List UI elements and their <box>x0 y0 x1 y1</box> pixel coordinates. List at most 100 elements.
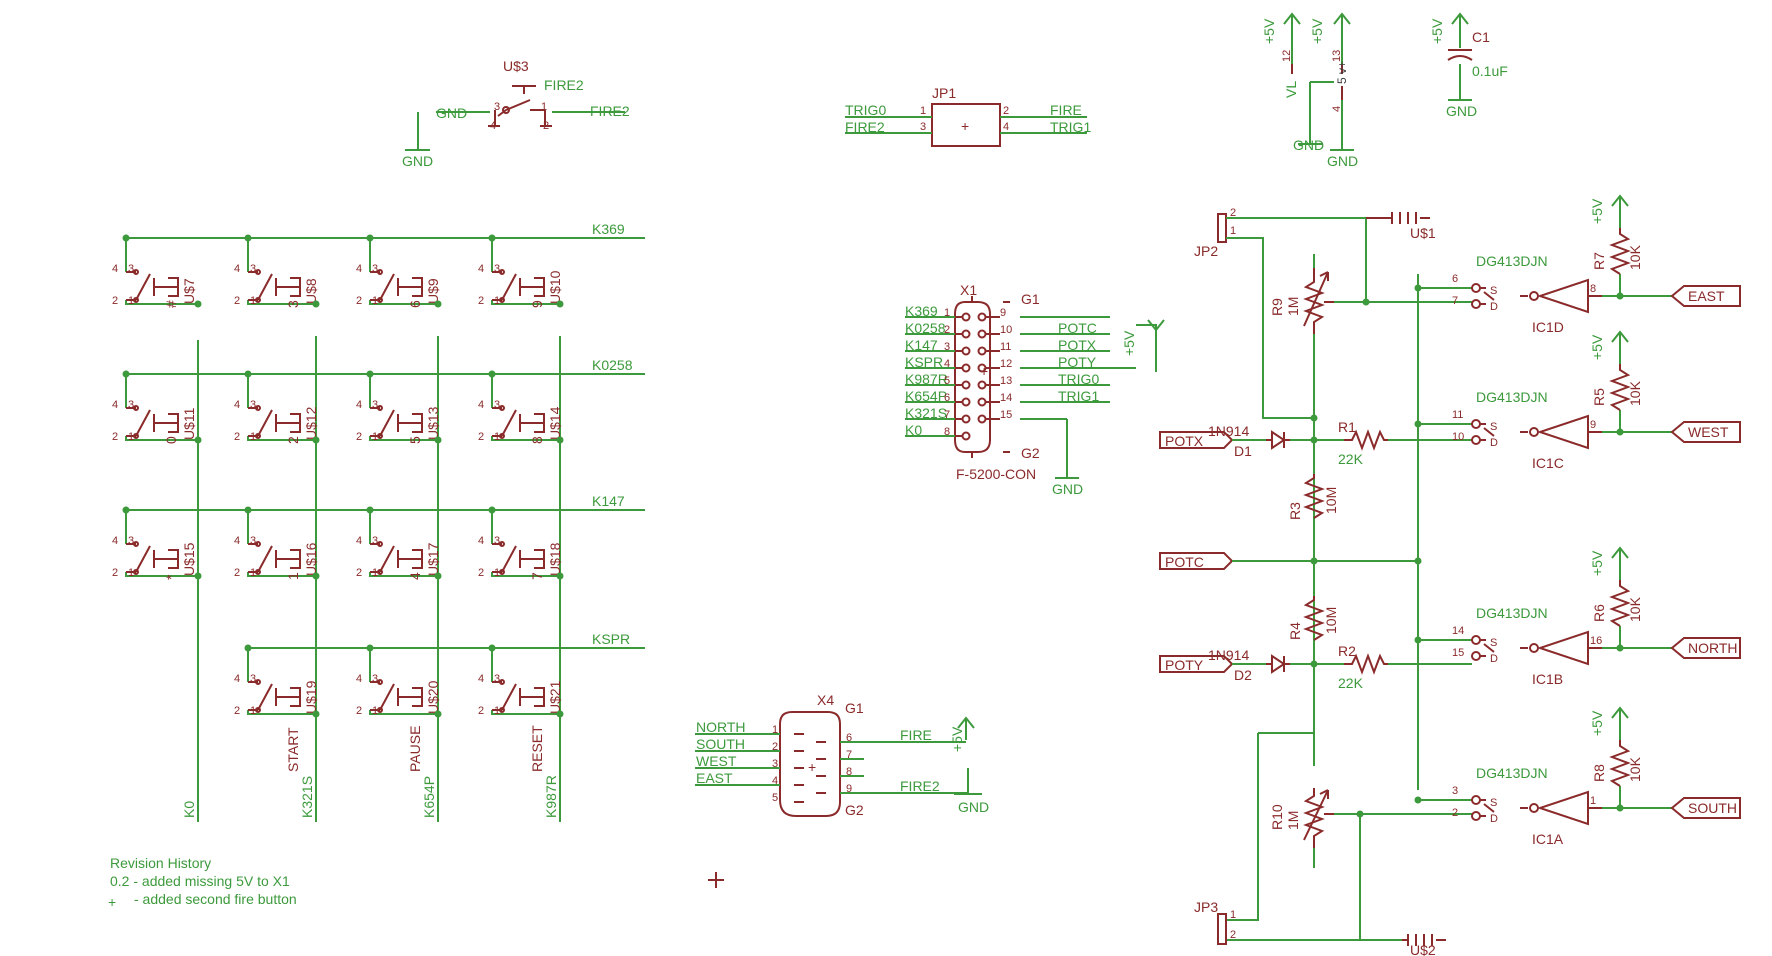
r1-ref: R1 <box>1338 419 1356 435</box>
switch-supply: +5V <box>1589 550 1605 576</box>
key-pin-d: 1 <box>372 431 378 443</box>
u1-ref: U$1 <box>1410 225 1436 241</box>
x4-g1: G1 <box>845 700 864 716</box>
junction-dot <box>244 644 252 652</box>
x4-left-pin: 5 <box>772 792 778 804</box>
junction-dot <box>366 234 374 242</box>
switch-ref: IC1B <box>1532 671 1563 687</box>
key-pin-c: 2 <box>234 567 240 579</box>
key-ref: U$21 <box>547 680 563 714</box>
d2-ref: D2 <box>1234 667 1252 683</box>
key-pin-a: 4 <box>234 535 240 547</box>
key-pin-d: 1 <box>128 431 134 443</box>
switch-s-pin: 3 <box>1452 785 1458 797</box>
u3-left-net: GND <box>436 105 467 121</box>
x1-left-net: K369 <box>905 303 938 319</box>
supply1-pin: 12 <box>1281 50 1293 62</box>
key-pin-b: 3 <box>128 399 134 411</box>
x1-left-net: K0 <box>905 422 922 438</box>
x1-left-pin: 2 <box>944 324 950 336</box>
key-pin-c: 2 <box>478 567 484 579</box>
switch-d-pin: 7 <box>1452 295 1458 307</box>
switch-port: EAST <box>1688 288 1725 304</box>
switch-d-letter: D <box>1490 653 1498 665</box>
junction-dot <box>556 300 564 308</box>
u3-gnd: GND <box>402 153 433 169</box>
port-potc: POTC <box>1165 554 1204 570</box>
junction-dot <box>1310 660 1318 668</box>
key-pin-a: 4 <box>356 673 362 685</box>
switch-supply: +5V <box>1589 710 1605 736</box>
x1-left-pin: 3 <box>944 341 950 353</box>
x4-gnd: GND <box>958 799 989 815</box>
switch-port: WEST <box>1688 424 1729 440</box>
x1-right-pin: 15 <box>1000 409 1012 421</box>
key-label: 5 <box>407 436 423 444</box>
key-label: 7 <box>529 572 545 580</box>
keypad-matrix-wires <box>126 237 645 822</box>
switch-s-letter: S <box>1490 421 1497 433</box>
key-pin-d: 1 <box>250 431 256 443</box>
supply-block: +5V +5V 12 13 5 v+ VL 4 GND GND +5V C1 0… <box>1261 12 1508 169</box>
switch-part: DG413DJN <box>1476 389 1548 405</box>
switch-r-value: 10K <box>1627 756 1643 782</box>
x1-left-net: K147 <box>905 337 938 353</box>
x1-ref: X1 <box>960 282 977 298</box>
key-ref: U$16 <box>303 542 319 576</box>
switch-s-letter: S <box>1490 285 1497 297</box>
jp1-p1: 1 <box>920 105 926 117</box>
junction-dot <box>1616 428 1624 436</box>
key-label: 2 <box>285 436 301 444</box>
key-pin-a: 4 <box>234 263 240 275</box>
x1-right-pin: 13 <box>1000 375 1012 387</box>
switch-port: SOUTH <box>1688 800 1737 816</box>
key-ref: U$12 <box>303 406 319 440</box>
x1-left-net: K321S <box>905 405 947 421</box>
key-pin-a: 4 <box>356 263 362 275</box>
junction-dot <box>1310 414 1318 422</box>
jp3-p1: 1 <box>1230 909 1236 921</box>
key-pin-d: 1 <box>494 431 500 443</box>
key-pin-a: 4 <box>478 399 484 411</box>
key-ref: U$11 <box>181 407 197 440</box>
x4-left-net: EAST <box>696 770 733 786</box>
key-label: # <box>163 300 179 308</box>
jp2-p2: 2 <box>1230 207 1236 219</box>
key-pin-d: 1 <box>372 567 378 579</box>
col-net-k987r: K987R <box>543 775 559 818</box>
x1-right-net: POTY <box>1058 354 1097 370</box>
switch-r-value: 10K <box>1627 380 1643 406</box>
junction-dot <box>1616 804 1624 812</box>
key-pin-b: 3 <box>250 535 256 547</box>
key-pin-a: 4 <box>478 673 484 685</box>
jp1-l2: FIRE2 <box>845 119 885 135</box>
key-ref: U$18 <box>547 542 563 576</box>
jp1-jumper: JP1 + 1 3 2 4 TRIG0 FIRE2 FIRE TRIG1 <box>845 85 1091 147</box>
x1-left-pin: 7 <box>944 409 950 421</box>
x1-gnd: GND <box>1052 481 1083 497</box>
junction-dot <box>488 234 496 242</box>
supply1-gnd: GND <box>1293 137 1324 153</box>
junction-dot <box>244 370 252 378</box>
junction-dot <box>488 506 496 514</box>
key-pin-d: 1 <box>494 567 500 579</box>
x1-right-net: POTC <box>1058 320 1097 336</box>
port-potx: POTX <box>1165 433 1204 449</box>
jp2-p1: 1 <box>1230 225 1236 237</box>
jp1-r1: FIRE <box>1050 102 1082 118</box>
junction-dot <box>122 370 130 378</box>
x1-left-pin: 1 <box>944 307 950 319</box>
key-pin-b: 3 <box>372 263 378 275</box>
x1-right-net: POTX <box>1058 337 1097 353</box>
key-pin-c: 2 <box>112 295 118 307</box>
key-label: START <box>285 727 301 772</box>
junction-dot <box>1414 557 1422 565</box>
